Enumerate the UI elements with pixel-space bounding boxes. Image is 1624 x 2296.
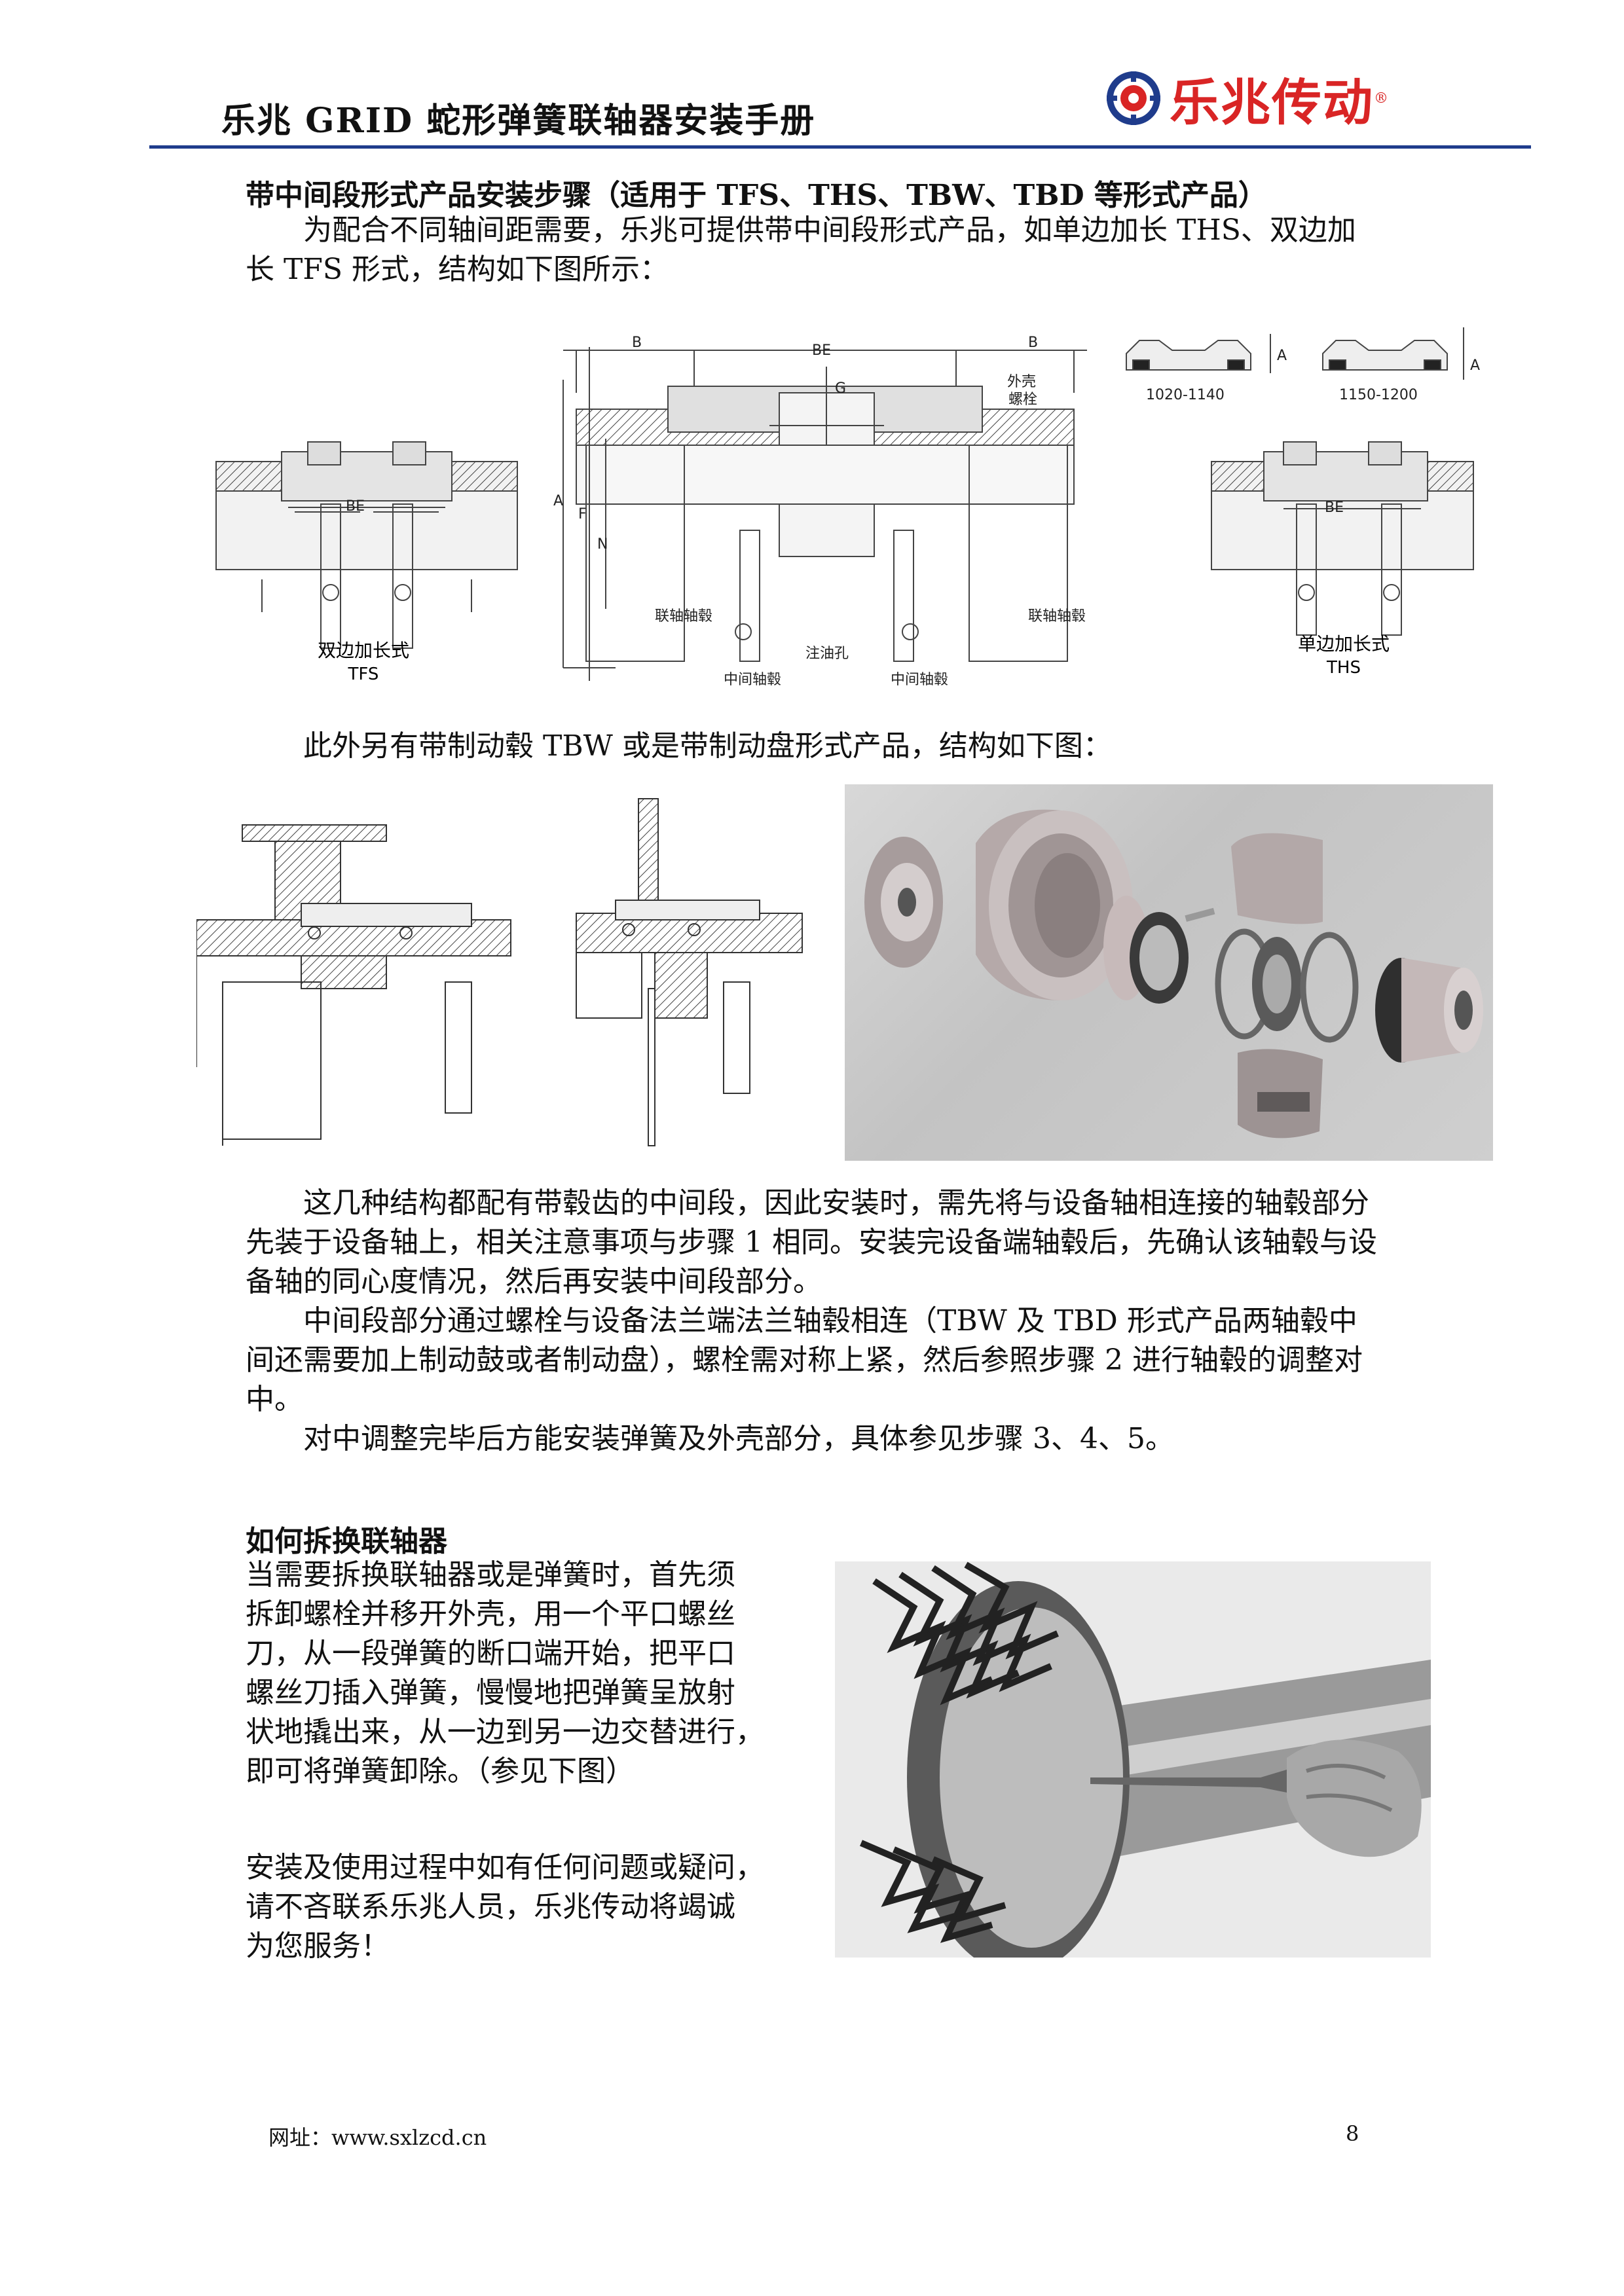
main-section-drawing [563,347,1087,681]
disassembly-line: 螺丝刀插入弹簧，慢慢地把弹簧呈放射 [246,1676,735,1709]
label-oil-hole: 注油孔 [805,646,849,662]
tfs-caption-name: 双边加长式 [318,640,409,661]
dim-n: N [597,536,608,553]
render-gear-hub [1103,896,1215,1004]
size-label-1020-1140: 1020-1140 [1146,387,1225,403]
coupling-structure-drawing: BE 双边加长式 TFS B BE [215,327,1480,688]
label-mid-hub-right: 中间轴毂 [891,672,948,688]
contact-line: 为您服务！ [246,1929,390,1963]
brake-section-drawing [196,798,803,1146]
size1-dim-a: A [1277,348,1287,364]
size-variant-drawings [1126,327,1464,380]
tfs-drawing [215,441,518,649]
logo-text: 乐兆传动 [1170,73,1374,132]
section-heading-mid-segment: 带中间段形式产品安装步骤（适用于 TFS、THS、TBW、TBD 等形式产品） [246,179,1267,212]
logo-emblem-icon [1107,71,1160,125]
disassembly-line: 刀，从一段弹簧的断口端开始，把平口 [246,1637,735,1670]
spring-loops-upper [872,1561,1059,1705]
section-intro-paragraph: 为配合不同轴间距需要，乐兆可提供带中间段形式产品，如单边加长 THS、双边加长 … [246,213,1356,286]
company-logo: 乐兆传动 ® [1107,68,1428,132]
install-paragraph-1: 这几种结构都配有带毂齿的中间段，因此安装时，需先将与设备轴相连接的轴毂部分先装于… [246,1186,1377,1298]
label-mid-hub-left: 中间轴毂 [724,672,781,688]
dim-b-left: B [632,335,642,351]
tfs-caption-code: TFS [348,665,379,684]
figure-spring-removal-photo [835,1561,1431,1974]
spring-removal-illustration [835,1561,1431,1974]
render-grid-spring [1215,928,1359,1043]
ths-caption-name: 单边加长式 [1298,633,1390,655]
spring-loops-lower [860,1840,1006,1943]
render-cover-halves [1231,833,1323,1139]
tfs-dim-be: BE [346,498,365,515]
render-flange-hub [864,837,943,968]
disassembly-line: 拆卸螺栓并移开外壳，用一个平口螺丝 [246,1597,735,1631]
install-paragraph-3: 对中调整完毕后方能安装弹簧及外壳部分，具体参见步骤 3、4、5。 [303,1422,1174,1455]
brake-intro-paragraph: 此外另有带制动毂 TBW 或是带制动盘形式产品，结构如下图： [303,729,1112,763]
figure-brake-drawings [196,792,825,1152]
label-shell: 外壳 [1007,374,1036,390]
exploded-coupling-render [864,809,1483,1139]
logo-registered-mark: ® [1374,90,1388,107]
tbd-brake-disc-drawing [576,798,803,1146]
ths-dim-be: BE [1325,500,1344,516]
figure-exploded-3d-render [845,784,1493,1161]
label-hub-right: 联轴轴毂 [1028,608,1086,625]
disassembly-paragraph: 当需要拆换联轴器或是弹簧时，首先须 拆卸螺栓并移开外壳，用一个平口螺丝 刀，从一… [246,1556,835,1791]
header-rule [149,145,1531,149]
dim-a: A [553,493,563,509]
size2-dim-a: A [1470,357,1480,374]
dim-g: G [835,380,846,397]
tbw-brake-drum-drawing [196,824,511,1146]
disassembly-line: 当需要拆换联轴器或是弹簧时，首先须 [246,1558,735,1592]
ths-drawing [1211,441,1474,636]
page-number: 8 [1346,2121,1359,2146]
dim-be-main: BE [812,342,831,359]
render-right-hub [1375,958,1483,1063]
footer-website: 网址：www.sxlzcd.cn [268,2125,487,2150]
dim-f: F [578,506,587,522]
install-paragraph-2: 中间段部分通过螺栓与设备法兰端法兰轴毂相连（TBW 及 TBD 形式产品两轴毂中… [246,1304,1363,1416]
label-bolt: 螺栓 [1008,392,1037,408]
label-hub-left: 联轴轴毂 [655,608,712,625]
contact-paragraph: 安装及使用过程中如有任何问题或疑问， 请不吝联系乐兆人员，乐兆传动将竭诚 为您服… [246,1848,835,1966]
contact-line: 请不吝联系乐兆人员，乐兆传动将竭诚 [246,1890,735,1923]
section-heading-disassembly: 如何拆换联轴器 [246,1525,447,1558]
disassembly-line: 状地撬出来，从一边到另一边交替进行， [246,1715,764,1749]
disassembly-line: 即可将弹簧卸除。（参见下图） [246,1755,635,1788]
header-title: 乐兆 GRID 蛇形弹簧联轴器安装手册 [221,101,816,141]
render-brake-drum [976,809,1133,1000]
contact-line: 安装及使用过程中如有任何问题或疑问， [246,1851,764,1884]
ths-caption-code: THS [1326,658,1361,678]
figure-coupling-structure: BE 双边加长式 TFS B BE [196,314,1500,701]
size-label-1150-1200: 1150-1200 [1339,387,1418,403]
dim-b-right: B [1028,335,1038,351]
